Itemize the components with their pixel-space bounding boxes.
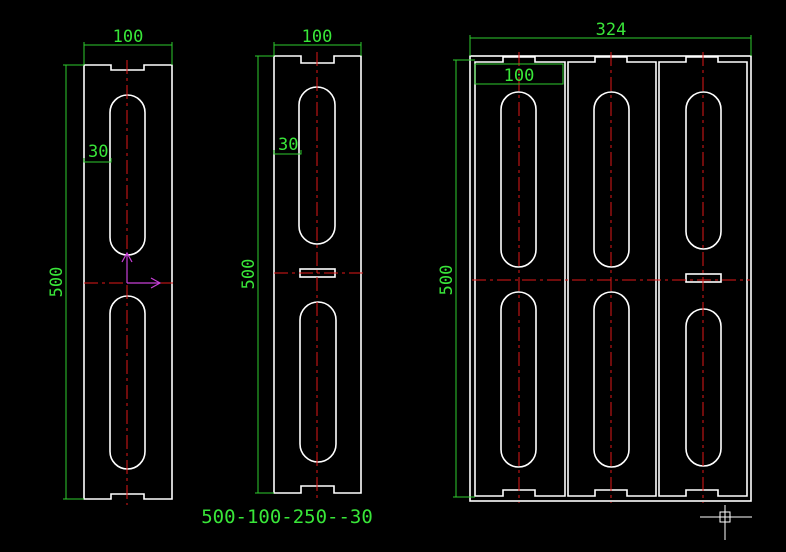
module-outline-2 — [567, 56, 657, 497]
block-view-right: 324 100 500 — [437, 20, 752, 503]
wall-dim-label: 30 — [88, 142, 108, 162]
lower-slot — [500, 291, 537, 468]
block-view-middle: 100 500 30 — [239, 27, 365, 498]
lower-slot — [593, 291, 630, 468]
block-outline-middle — [273, 55, 362, 494]
height-dim-label: 500 — [437, 265, 457, 296]
block-spec-caption: 500-100-250--30 — [201, 506, 373, 528]
height-dim-label: 500 — [239, 259, 259, 290]
block-view-left: 100 500 30 — [47, 27, 175, 505]
upper-slot — [685, 91, 722, 250]
overall-width-dim-label: 324 — [596, 20, 627, 40]
module-width-dim-box — [474, 63, 564, 85]
crosshair-cursor-icon — [700, 505, 752, 540]
module-outline-3 — [658, 56, 748, 497]
width-dim-label: 100 — [113, 27, 144, 47]
upper-slot — [500, 91, 537, 268]
wall-dim-label: 30 — [278, 135, 298, 155]
block-outline-left — [83, 64, 173, 500]
module-width-dim-label: 100 — [504, 66, 535, 86]
height-dim-label: 500 — [47, 267, 67, 298]
lower-slot — [299, 301, 337, 463]
ucs-axis-icon — [121, 251, 162, 289]
wall-dim-line — [83, 158, 112, 163]
wall-dim-line — [273, 150, 302, 155]
width-dim-label: 100 — [302, 27, 333, 47]
module-outline-1 — [474, 56, 566, 497]
upper-slot — [593, 91, 630, 268]
